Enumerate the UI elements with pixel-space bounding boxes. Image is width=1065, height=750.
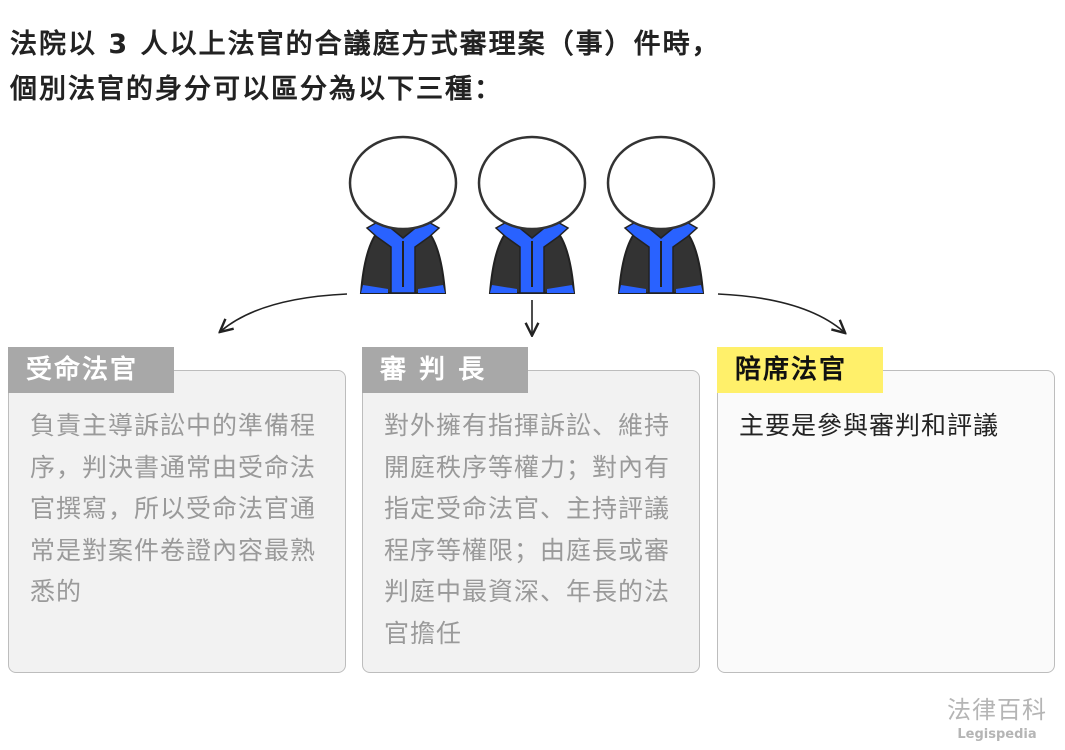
role-card-presiding-judge bbox=[362, 370, 700, 673]
judge-figure-right bbox=[606, 135, 716, 295]
role-description-associate-judge: 負責主導訴訟中的準備程序，判決書通常由受命法官撰寫，所以受命法官通常是對案件卷證… bbox=[30, 411, 317, 606]
arrow-left bbox=[221, 293, 348, 331]
logo-english: Legispedia bbox=[957, 727, 1037, 742]
title-line-1: 法院以 3 人以上法官的合議庭方式審理案（事）件時， bbox=[10, 29, 721, 60]
arrow-right bbox=[717, 293, 844, 332]
role-description-presiding-judge: 對外擁有指揮訴訟、維持開庭秩序等權力；對內有指定受命法官、主持評議程序等權限；由… bbox=[384, 411, 671, 648]
judge-figure-center bbox=[477, 135, 587, 295]
title-line-2: 個別法官的身分可以區分為以下三種： bbox=[10, 74, 503, 105]
role-label-associate-judge: 受命法官 bbox=[8, 347, 174, 393]
judge-figure-left bbox=[348, 135, 458, 295]
logo-chinese: 法律百科 bbox=[947, 696, 1047, 724]
role-card-associate-judge bbox=[8, 370, 346, 673]
role-label-assisting-judge: 陪席法官 bbox=[717, 347, 883, 393]
role-description-assisting-judge: 主要是參與審判和評議 bbox=[739, 411, 1000, 440]
role-label-presiding-judge: 審 判 長 bbox=[362, 347, 528, 393]
legispedia-logo: 法律百科 Legispedia bbox=[947, 690, 1047, 742]
role-card-assisting-judge bbox=[717, 370, 1055, 673]
